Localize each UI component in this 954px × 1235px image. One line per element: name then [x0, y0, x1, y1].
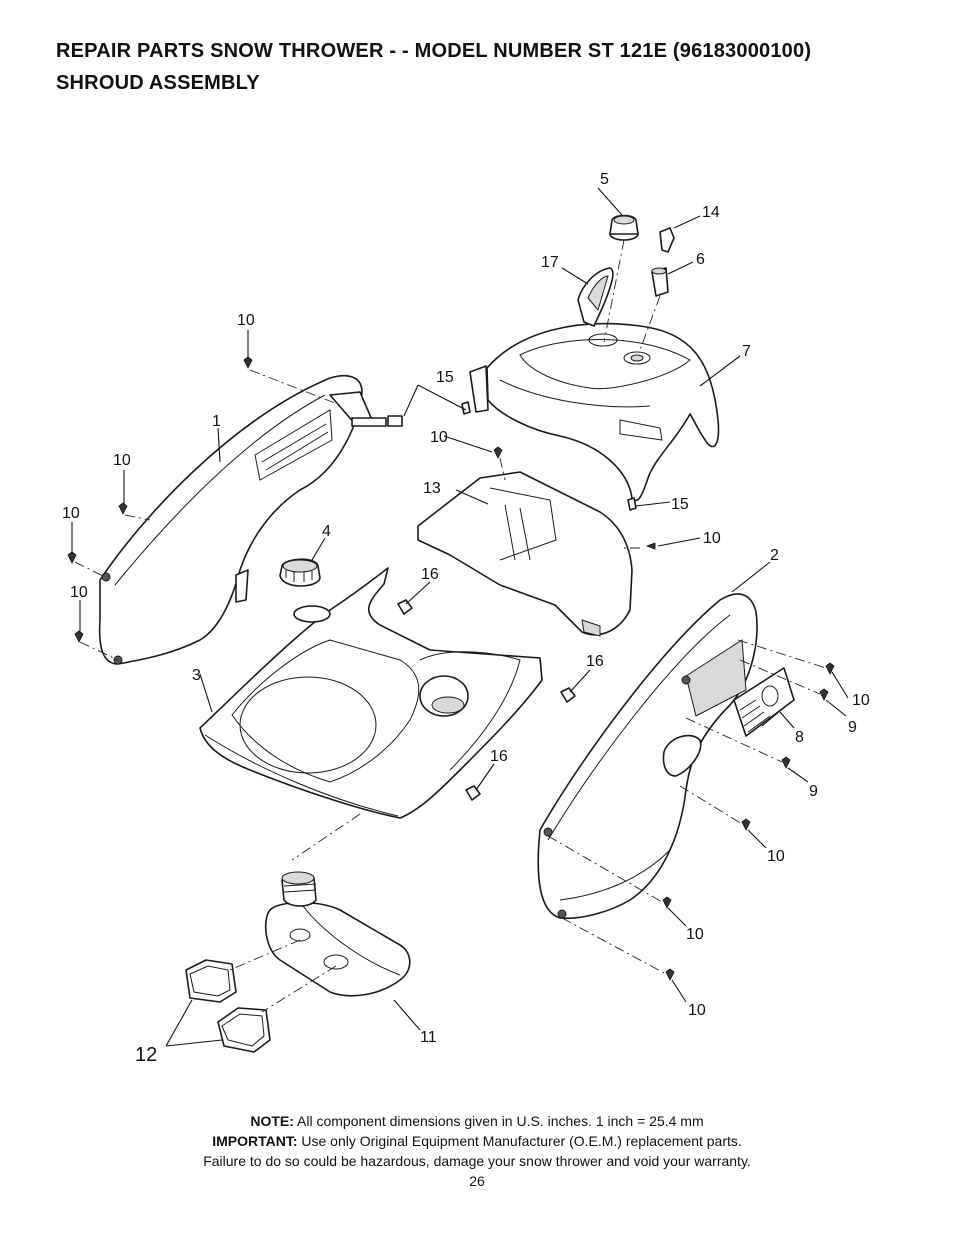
top-shroud — [469, 322, 720, 502]
page-title: REPAIR PARTS SNOW THROWER - - MODEL NUMB… — [56, 40, 812, 62]
callout-10: 10 — [237, 312, 255, 329]
callout-labels: 5 14 6 17 10 7 15 1 10 10 13 15 10 4 10 … — [62, 171, 870, 1066]
callout-10: 10 — [62, 505, 80, 522]
important-text: Use only Original Equipment Manufacturer… — [301, 1133, 742, 1149]
important-label: IMPORTANT: — [212, 1133, 298, 1149]
callout-9: 9 — [809, 783, 818, 800]
callout-6: 6 — [696, 251, 705, 268]
fuel-cap — [279, 558, 321, 587]
note-text: All component dimensions given in U.S. i… — [297, 1113, 704, 1129]
fuel-tank — [264, 871, 411, 997]
callout-16: 16 — [490, 748, 508, 765]
callout-10: 10 — [430, 429, 448, 446]
callout-8: 8 — [795, 729, 804, 746]
right-side-shroud — [537, 593, 758, 920]
note-line: NOTE: All component dimensions given in … — [0, 1113, 954, 1129]
page-number: 26 — [469, 1173, 485, 1189]
callout-10: 10 — [70, 584, 88, 601]
callout-17: 17 — [541, 254, 559, 271]
important-line: IMPORTANT: Use only Original Equipment M… — [0, 1133, 954, 1149]
left-side-shroud — [98, 374, 373, 665]
ignition-knob — [609, 214, 639, 241]
callout-3: 3 — [192, 667, 201, 684]
exploded-parts-diagram: 5 14 6 17 10 7 15 1 10 10 13 15 10 4 10 … — [62, 171, 870, 1066]
note-label: NOTE: — [250, 1113, 294, 1129]
callout-5: 5 — [600, 171, 609, 188]
callout-12: 12 — [135, 1044, 157, 1066]
callout-10: 10 — [113, 452, 131, 469]
ignition-key — [659, 227, 675, 253]
control-lever — [577, 267, 614, 327]
callout-9: 9 — [848, 719, 857, 736]
clip-left — [351, 415, 403, 427]
section-title: SHROUD ASSEMBLY — [56, 72, 260, 94]
callout-2: 2 — [770, 547, 779, 564]
callout-10: 10 — [703, 530, 721, 547]
tank-straps — [185, 959, 271, 1053]
warning-line: Failure to do so could be hazardous, dam… — [203, 1153, 751, 1169]
dash-panel — [417, 471, 633, 637]
leader-lines — [71, 187, 849, 1047]
callout-16: 16 — [586, 653, 604, 670]
callout-4: 4 — [322, 523, 331, 540]
callout-15: 15 — [436, 369, 454, 386]
ignition-switch — [651, 267, 669, 297]
front-panel — [199, 567, 543, 819]
vent-grille — [733, 667, 795, 737]
callout-15: 15 — [671, 496, 689, 513]
callout-1: 1 — [212, 413, 221, 430]
callout-10: 10 — [688, 1002, 706, 1019]
callout-7: 7 — [742, 343, 751, 360]
callout-14: 14 — [702, 204, 720, 221]
callout-10: 10 — [767, 848, 785, 865]
callout-10: 10 — [686, 926, 704, 943]
callout-10: 10 — [852, 692, 870, 709]
callout-16: 16 — [421, 566, 439, 583]
callout-11: 11 — [420, 1029, 437, 1046]
alignment-lines — [74, 239, 827, 1013]
callout-13: 13 — [423, 480, 441, 497]
